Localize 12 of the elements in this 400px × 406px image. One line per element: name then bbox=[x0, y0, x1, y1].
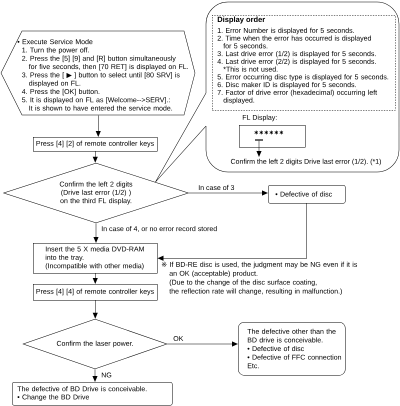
arrow bbox=[167, 342, 238, 346]
arrow bbox=[92, 273, 98, 284]
arrow bbox=[92, 369, 98, 382]
callout-bubble bbox=[206, 2, 400, 172]
arrow bbox=[256, 140, 262, 157]
callout-pointer bbox=[155, 92, 206, 182]
arrow bbox=[96, 115, 101, 137]
arrow bbox=[94, 223, 98, 243]
arrow bbox=[92, 300, 98, 318]
arrow bbox=[158, 203, 307, 261]
arrow bbox=[188, 190, 268, 196]
arrow bbox=[92, 151, 98, 162]
